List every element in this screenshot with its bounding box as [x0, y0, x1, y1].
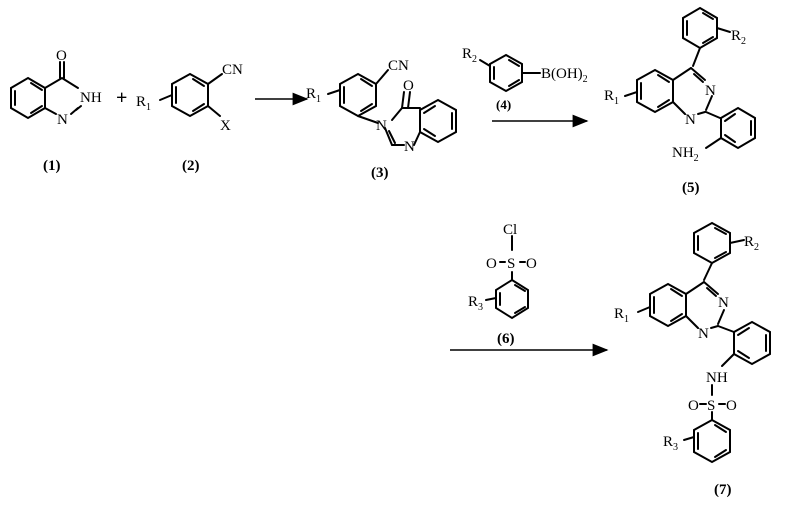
compound-7-label: (7): [714, 482, 732, 498]
atom-n1: N: [698, 326, 709, 342]
atom-nh: NH: [706, 370, 728, 386]
atom-o2: O: [726, 398, 737, 414]
atom-r1: R1: [306, 86, 321, 105]
compound-4-label: (4): [496, 97, 511, 112]
atom-r2: R2: [462, 46, 477, 65]
atom-r2: R2: [744, 234, 759, 253]
atom-n: N: [57, 112, 68, 128]
atom-s: S: [707, 398, 715, 414]
compound-4-structure: [479, 53, 541, 93]
atom-o2: O: [526, 256, 537, 272]
compound-2-structure: [159, 72, 223, 118]
atom-r1: R1: [136, 94, 151, 113]
compound-7-structure: [637, 221, 771, 464]
atom-n1: N: [404, 139, 415, 155]
atom-cl: Cl: [503, 222, 517, 238]
compound-6-structure: [485, 235, 529, 320]
compound-5-label: (5): [682, 180, 700, 196]
atom-o1: O: [486, 256, 497, 272]
atom-cn: CN: [388, 58, 409, 74]
compound-2-label: (2): [182, 158, 200, 174]
atom-r1: R1: [614, 306, 629, 325]
atom-r3: R3: [663, 434, 678, 453]
atom-boron: B(OH)2: [541, 66, 588, 85]
atom-s: S: [507, 256, 515, 272]
atom-cn: CN: [222, 62, 243, 78]
compound-1-label: (1): [43, 158, 61, 174]
atom-o: O: [403, 78, 414, 94]
compound-3-label: (3): [371, 165, 389, 181]
atom-r1: R1: [604, 88, 619, 107]
compound-5-structure: [624, 6, 756, 150]
atom-nh: NH: [80, 90, 102, 106]
compound-1-structure: [10, 61, 82, 120]
atom-n3: N: [705, 83, 716, 99]
atom-x: X: [220, 118, 231, 134]
compound-3-structure: [327, 69, 457, 146]
atom-n1: N: [685, 112, 696, 128]
atom-n3: N: [718, 295, 729, 311]
atom-o: O: [56, 48, 67, 64]
atom-nh2: NH2: [672, 145, 699, 164]
atom-r2: R2: [731, 28, 746, 47]
atom-r3: R3: [468, 294, 483, 313]
atom-o1: O: [688, 398, 699, 414]
compound-6-label: (6): [497, 331, 515, 347]
atom-n3: N: [376, 118, 387, 134]
plus-sign: +: [116, 87, 127, 109]
